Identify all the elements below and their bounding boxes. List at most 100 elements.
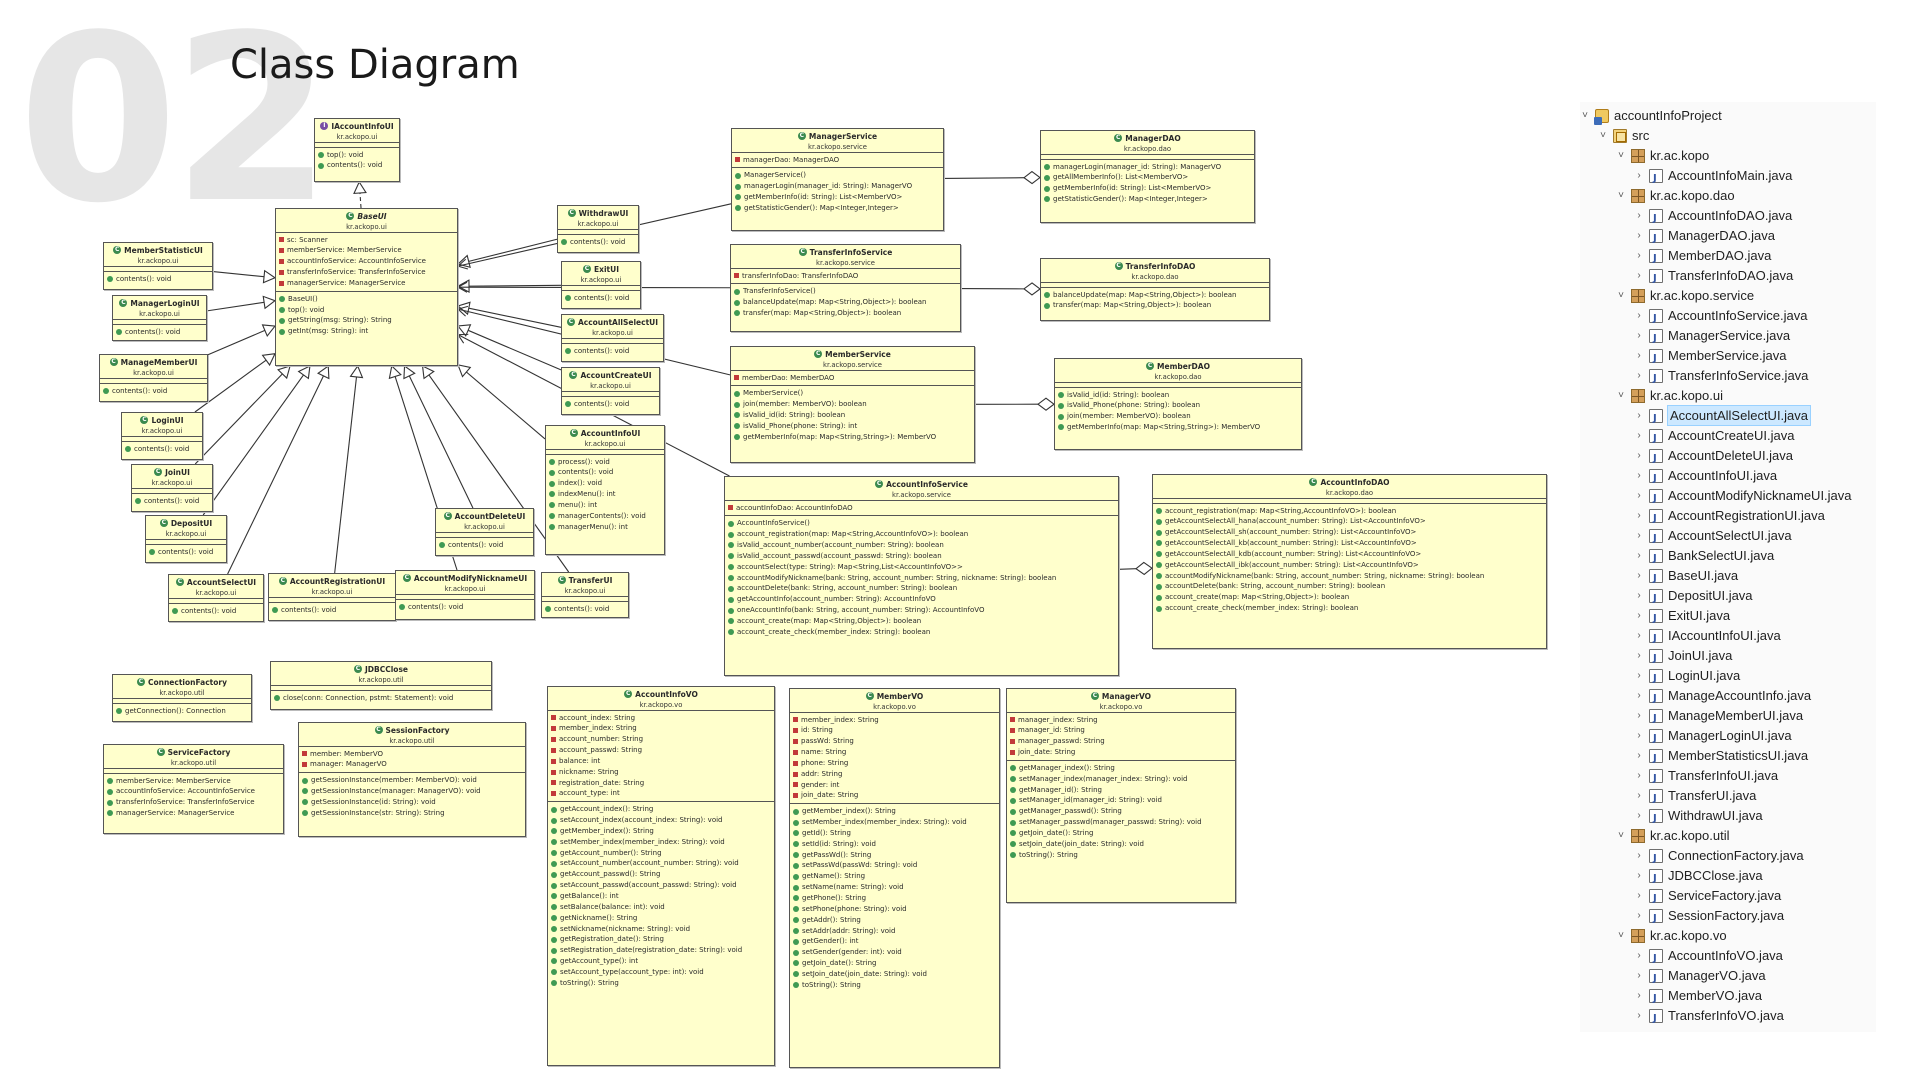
tree-item[interactable]: ›MemberService.java	[1634, 346, 1786, 368]
chevron-right-icon[interactable]: ›	[1637, 410, 1641, 421]
tree-item[interactable]: ›AccountInfoVO.java	[1634, 946, 1783, 968]
tree-item[interactable]: ›TransferInfoUI.java	[1634, 766, 1778, 788]
tree-item[interactable]: ›JoinUI.java	[1634, 646, 1732, 668]
tree-item[interactable]: ›AccountCreateUI.java	[1634, 426, 1794, 448]
chevron-down-icon[interactable]: ˅	[1618, 290, 1624, 301]
tree-item[interactable]: ›BaseUI.java	[1634, 566, 1738, 588]
tree-item[interactable]: ›ServiceFactory.java	[1634, 886, 1781, 908]
chevron-right-icon[interactable]: ›	[1637, 230, 1641, 241]
chevron-down-icon[interactable]: ˅	[1618, 150, 1624, 161]
tree-item[interactable]: ›ManagerDAO.java	[1634, 226, 1775, 248]
chevron-right-icon[interactable]: ›	[1637, 610, 1641, 621]
chevron-right-icon[interactable]: ›	[1637, 910, 1641, 921]
tree-item[interactable]: ›SessionFactory.java	[1634, 906, 1784, 928]
chevron-right-icon[interactable]: ›	[1637, 530, 1641, 541]
chevron-right-icon[interactable]: ›	[1637, 550, 1641, 561]
tree-item[interactable]: ›WithdrawUI.java	[1634, 806, 1762, 828]
tree-item[interactable]: ›AccountAllSelectUI.java	[1634, 405, 1812, 428]
tree-item[interactable]: ›ManageMemberUI.java	[1634, 706, 1803, 728]
chevron-right-icon[interactable]: ›	[1637, 170, 1641, 181]
chevron-right-icon[interactable]: ›	[1637, 710, 1641, 721]
chevron-right-icon[interactable]: ›	[1637, 330, 1641, 341]
tree-item[interactable]: ›AccountRegistrationUI.java	[1634, 506, 1824, 528]
tree-item[interactable]: ›AccountInfoUI.java	[1634, 466, 1777, 488]
tree-item[interactable]: ›TransferInfoService.java	[1634, 366, 1808, 388]
chevron-right-icon[interactable]: ›	[1637, 270, 1641, 281]
chevron-right-icon[interactable]: ›	[1637, 590, 1641, 601]
chevron-right-icon[interactable]: ›	[1637, 750, 1641, 761]
tree-item[interactable]: ˅src	[1598, 126, 1649, 145]
chevron-right-icon[interactable]: ›	[1637, 470, 1641, 481]
chevron-down-icon[interactable]: ˅	[1618, 930, 1624, 941]
tree-item[interactable]: ›JDBCClose.java	[1634, 866, 1762, 888]
tree-item[interactable]: ›AccountInfoDAO.java	[1634, 206, 1792, 228]
chevron-right-icon[interactable]: ›	[1637, 950, 1641, 961]
tree-item[interactable]: ›DepositUI.java	[1634, 586, 1752, 608]
chevron-right-icon[interactable]: ›	[1637, 510, 1641, 521]
tree-item[interactable]: ›IAccountInfoUI.java	[1634, 626, 1780, 648]
tree-item[interactable]: ›ConnectionFactory.java	[1634, 846, 1803, 868]
tree-item[interactable]: ›MemberStatisticsUI.java	[1634, 746, 1808, 768]
chevron-down-icon[interactable]: ˅	[1618, 390, 1624, 401]
chevron-right-icon[interactable]: ›	[1637, 350, 1641, 361]
tree-item[interactable]: ›TransferInfoVO.java	[1634, 1006, 1784, 1028]
tree-item[interactable]: ˅kr.ac.kopo.service	[1616, 286, 1754, 305]
tree-item[interactable]: ›MemberVO.java	[1634, 986, 1762, 1008]
tree-item[interactable]: ›MemberDAO.java	[1634, 246, 1771, 268]
tree-item[interactable]: ›AccountInfoService.java	[1634, 306, 1807, 328]
chevron-down-icon[interactable]: ˅	[1582, 110, 1588, 121]
chevron-right-icon[interactable]: ›	[1637, 210, 1641, 221]
tree-item[interactable]: ›ManagerLoginUI.java	[1634, 726, 1791, 748]
chevron-right-icon[interactable]: ›	[1637, 430, 1641, 441]
tree-item[interactable]: ›AccountSelectUI.java	[1634, 526, 1791, 548]
tree-item[interactable]: ›ManagerVO.java	[1634, 966, 1765, 988]
chevron-right-icon[interactable]: ›	[1637, 990, 1641, 1001]
chevron-down-icon[interactable]: ˅	[1618, 190, 1624, 201]
chevron-right-icon[interactable]: ›	[1637, 450, 1641, 461]
chevron-right-icon[interactable]: ›	[1637, 570, 1641, 581]
tree-item[interactable]: ›AccountDeleteUI.java	[1634, 446, 1793, 468]
chevron-right-icon[interactable]: ›	[1637, 370, 1641, 381]
tree-item[interactable]: ›AccountInfoMain.java	[1634, 166, 1792, 188]
chevron-right-icon[interactable]: ›	[1637, 890, 1641, 901]
tree-item[interactable]: ˅kr.ac.kopo.dao	[1616, 186, 1734, 205]
tree-item[interactable]: ˅kr.ac.kopo.util	[1616, 826, 1729, 845]
chevron-right-icon[interactable]: ›	[1637, 630, 1641, 641]
tree-item[interactable]: ›AccountModifyNicknameUI.java	[1634, 486, 1851, 508]
chevron-right-icon[interactable]: ›	[1637, 770, 1641, 781]
tree-item[interactable]: ›ExitUI.java	[1634, 606, 1730, 628]
tree-item[interactable]: ›ManageAccountInfo.java	[1634, 686, 1811, 708]
chevron-right-icon[interactable]: ›	[1637, 790, 1641, 801]
tree-item[interactable]: ˅kr.ac.kopo.ui	[1616, 386, 1723, 405]
tree-item[interactable]: ˅kr.ac.kopo	[1616, 146, 1709, 165]
tree-item[interactable]: ˅kr.ac.kopo.vo	[1616, 926, 1727, 945]
tree-item[interactable]: ›TransferUI.java	[1634, 786, 1756, 808]
chevron-down-icon[interactable]: ˅	[1618, 830, 1624, 841]
chevron-right-icon[interactable]: ›	[1637, 810, 1641, 821]
chevron-right-icon[interactable]: ›	[1637, 1010, 1641, 1021]
